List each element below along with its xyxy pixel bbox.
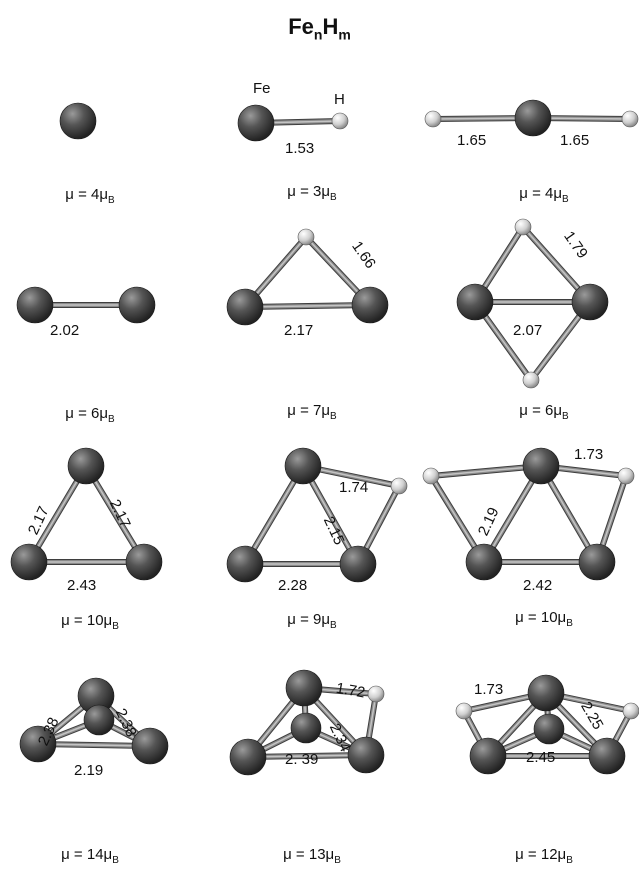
- fe-atom: [514, 99, 552, 137]
- bond-stick: [430, 465, 542, 477]
- h-atom: [622, 702, 639, 720]
- bond-stick: [540, 465, 598, 563]
- fe-atom: [339, 545, 377, 583]
- bond-label: 2.42: [523, 577, 552, 594]
- bond-label: 1.65: [457, 132, 486, 149]
- bond-label: 2.45: [526, 749, 555, 766]
- h-atom: [390, 477, 408, 495]
- bond-label: 2.07: [513, 322, 542, 339]
- bond-stick: [244, 465, 304, 565]
- fe-atom: [16, 286, 54, 324]
- atoms-layer: [10, 99, 639, 776]
- moment-label: μ = 12μB: [515, 846, 573, 866]
- moment-label: μ = 6μB: [65, 405, 115, 425]
- fe-atom: [578, 543, 616, 581]
- bonds-layer: [26, 115, 634, 760]
- h-atom-label: H: [334, 91, 345, 108]
- moment-label: μ = 4μB: [519, 185, 569, 205]
- moment-label: μ = 4μB: [65, 186, 115, 206]
- fe-atom: [237, 104, 275, 142]
- fe-atom: [347, 736, 385, 774]
- h-atom: [422, 467, 440, 485]
- fe-atom: [229, 738, 267, 776]
- bond-label: 1.72: [335, 680, 367, 702]
- bond-label: 2.43: [67, 577, 96, 594]
- bond-label: 1.73: [574, 446, 603, 463]
- fe-atom: [284, 447, 322, 485]
- h-atom: [621, 110, 639, 128]
- bond-label: 1.65: [560, 132, 589, 149]
- moment-label: μ = 6μB: [519, 402, 569, 422]
- fe-atom: [456, 283, 494, 321]
- fe-atom: [131, 727, 169, 765]
- h-atom: [455, 702, 473, 720]
- h-atom: [367, 685, 385, 703]
- fe-atom-label: Fe: [253, 80, 271, 97]
- fe-atom: [10, 543, 48, 581]
- fe-atom: [125, 543, 163, 581]
- bond-stick: [37, 743, 151, 747]
- bond-label: 2. 39: [285, 751, 318, 768]
- moment-label: μ = 13μB: [283, 846, 341, 866]
- h-atom: [514, 218, 532, 236]
- bond-label: 2.17: [284, 322, 313, 339]
- fe-atom: [527, 674, 565, 712]
- bond-label: 1.66: [348, 238, 379, 272]
- bond-label: 2.17: [106, 497, 134, 531]
- bond-label: 2.02: [50, 322, 79, 339]
- bond-stick: [85, 465, 145, 563]
- moment-label: μ = 10μB: [515, 609, 573, 629]
- bond-label: 1.74: [339, 479, 368, 496]
- figure-title: FenHm: [288, 14, 351, 43]
- fe-atom: [522, 447, 560, 485]
- bond-label: 1.73: [474, 681, 503, 698]
- bond-label: 2.19: [74, 762, 103, 779]
- bond-label: 2.28: [278, 577, 307, 594]
- fe-atom: [469, 737, 507, 775]
- fe-atom: [533, 713, 565, 745]
- fe-atom: [83, 704, 115, 736]
- fe-atom: [465, 543, 503, 581]
- h-atom: [617, 467, 635, 485]
- h-atom: [522, 371, 540, 389]
- moment-label: μ = 14μB: [61, 846, 119, 866]
- fe-atom: [67, 447, 105, 485]
- fe-atom: [226, 545, 264, 583]
- fe-atom: [571, 283, 609, 321]
- fe-atom: [59, 102, 97, 140]
- fe-atom: [351, 286, 389, 324]
- fe-atom: [588, 737, 626, 775]
- moment-label: μ = 3μB: [287, 183, 337, 203]
- moment-label: μ = 9μB: [287, 611, 337, 631]
- bond-stick: [244, 304, 371, 308]
- bond-stick: [302, 465, 359, 565]
- fe-atom: [290, 712, 322, 744]
- fe-atom: [226, 288, 264, 326]
- moment-label: μ = 7μB: [287, 402, 337, 422]
- fe-atom: [19, 725, 57, 763]
- bond-stick: [28, 465, 87, 563]
- bond-label: 1.53: [285, 140, 314, 157]
- fe-atom: [118, 286, 156, 324]
- h-atom: [331, 112, 349, 130]
- moment-label: μ = 10μB: [61, 612, 119, 632]
- bond-stick: [247, 754, 367, 758]
- bond-stick: [483, 465, 542, 563]
- bond-label: 1.79: [560, 228, 591, 262]
- h-atom: [297, 228, 315, 246]
- h-atom: [424, 110, 442, 128]
- fe-atom: [285, 669, 323, 707]
